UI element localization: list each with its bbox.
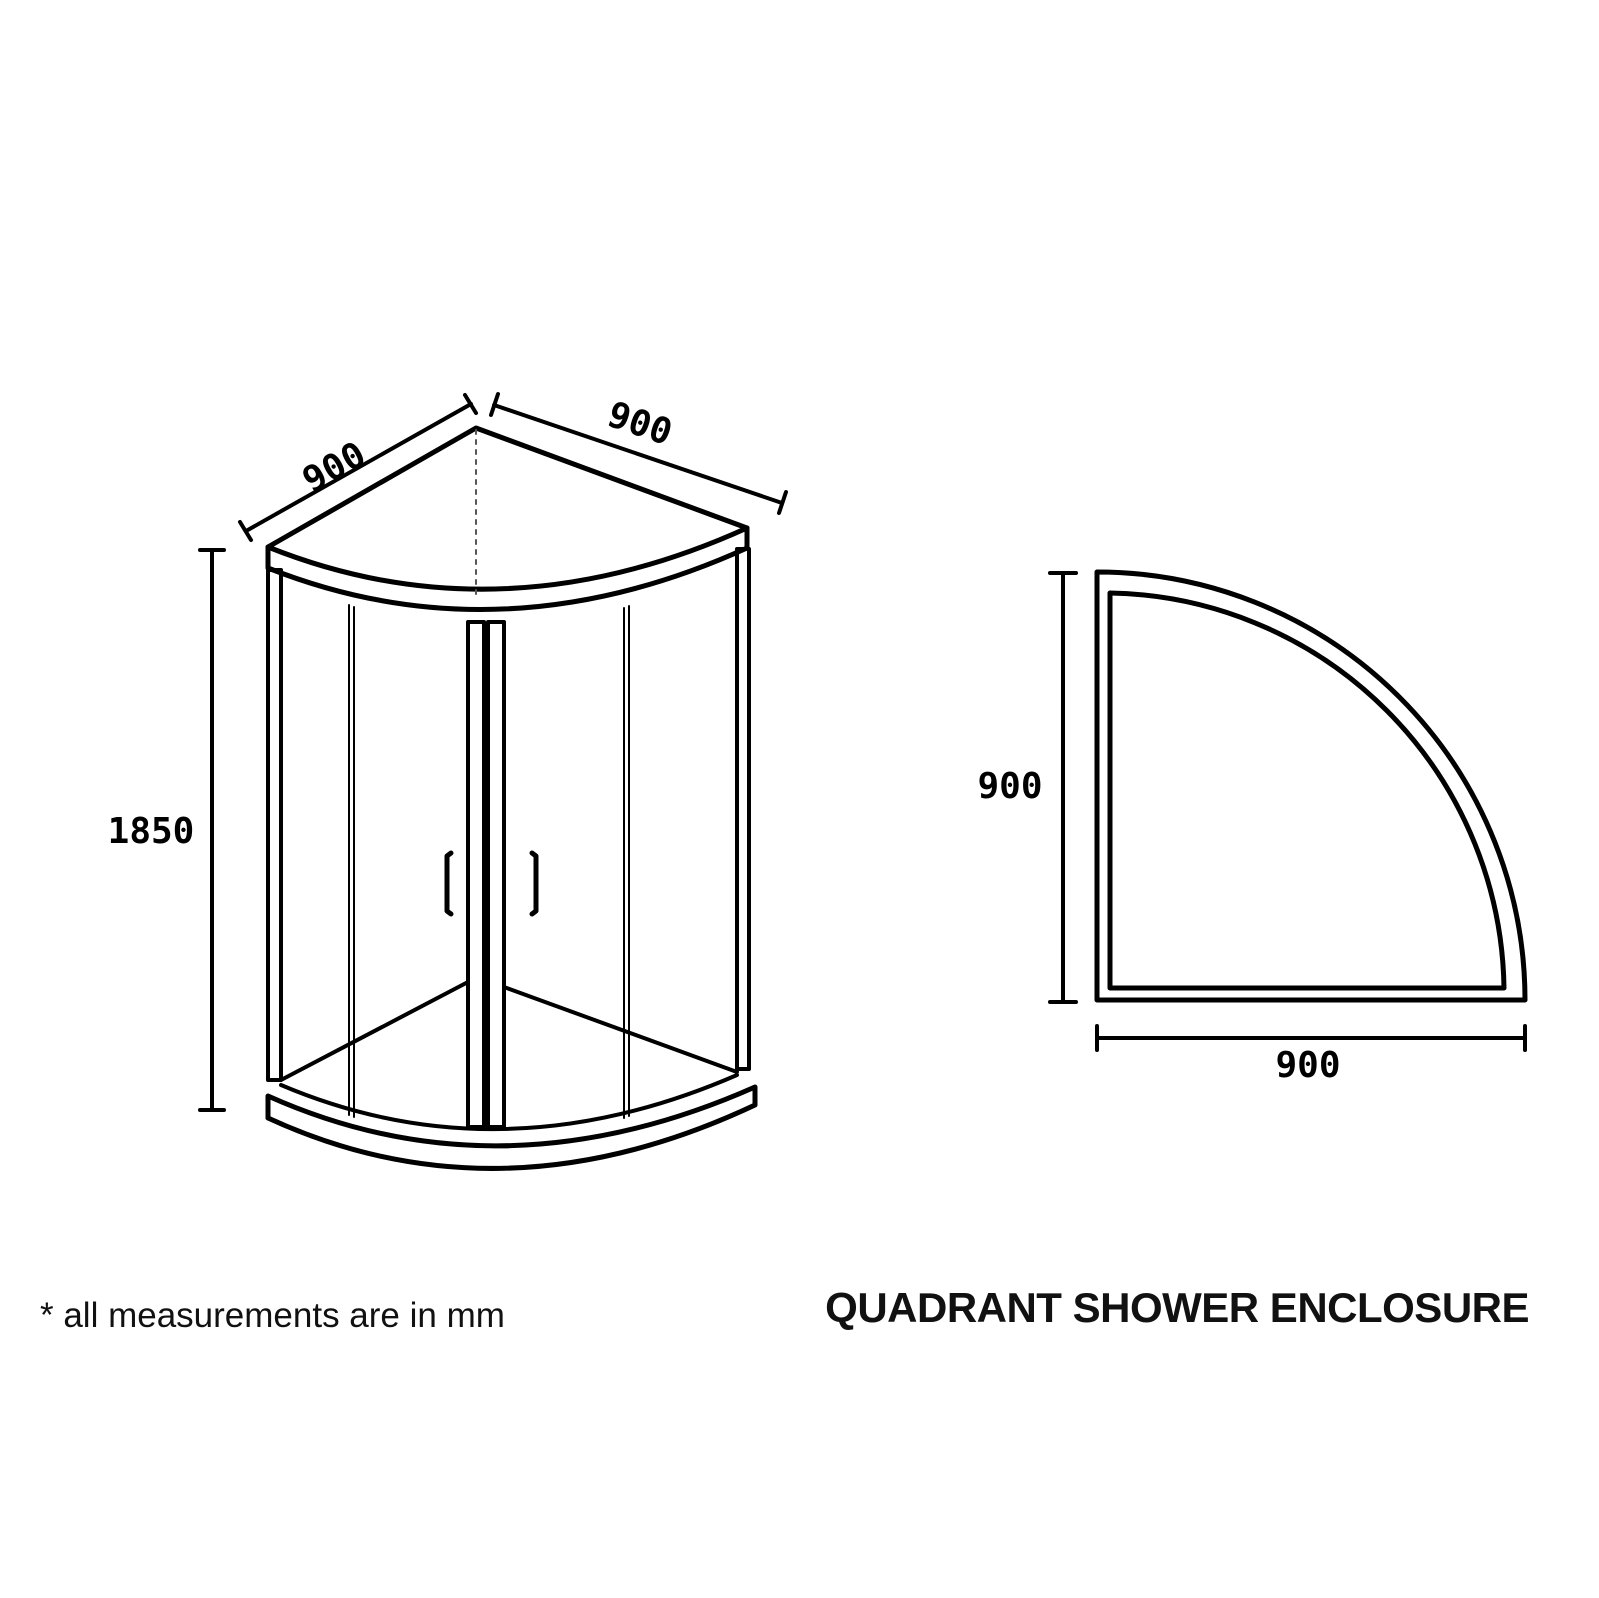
height-label: 1850 (108, 811, 195, 852)
floor-back-left-edge (279, 980, 470, 1082)
measurement-footnote: * all measurements are in mm (40, 1296, 505, 1335)
dim-right-width-line (492, 403, 784, 505)
dim-right-width-tick-a (489, 392, 500, 417)
dim-left-width-line (244, 402, 473, 533)
dim-left-width-tick-a (238, 520, 253, 542)
bottom-tray-outline (265, 1084, 758, 1171)
left-door-handle (444, 850, 454, 917)
plan-inner-quadrant (1107, 590, 1507, 991)
bottom-tray-inner-curve (279, 1073, 739, 1132)
top-roof-outline (265, 425, 750, 612)
right-frame-post (735, 547, 751, 1071)
top-roof-front-curve (265, 525, 750, 592)
right-door-handle (529, 850, 539, 917)
plan-width-label: 900 (1275, 1045, 1340, 1086)
perspective-view (198, 392, 788, 1171)
plan-depth-label: 900 (977, 766, 1042, 807)
dim-left-width-tick-b (463, 393, 478, 415)
plan-view (1048, 569, 1528, 1052)
drawing-title: QUADRANT SHOWER ENCLOSURE (825, 1284, 1529, 1331)
dim-right-width-tick-b (777, 490, 788, 515)
plan-outer-quadrant (1094, 569, 1528, 1003)
center-post-right (486, 620, 506, 1129)
left-frame-post (266, 568, 283, 1082)
center-post-left (466, 620, 486, 1129)
floor-back-right-edge (502, 985, 739, 1074)
